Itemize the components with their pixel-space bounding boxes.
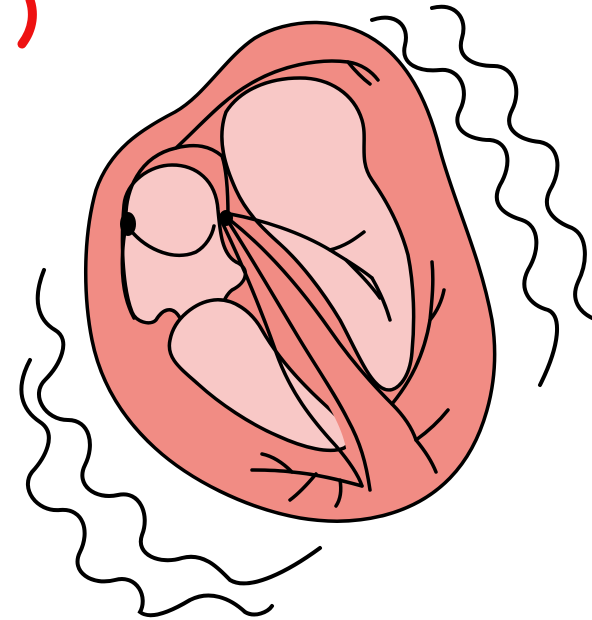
- av-node-icon: [219, 210, 233, 226]
- sa-node-icon: [120, 212, 136, 236]
- red-mark-icon: [22, 0, 32, 44]
